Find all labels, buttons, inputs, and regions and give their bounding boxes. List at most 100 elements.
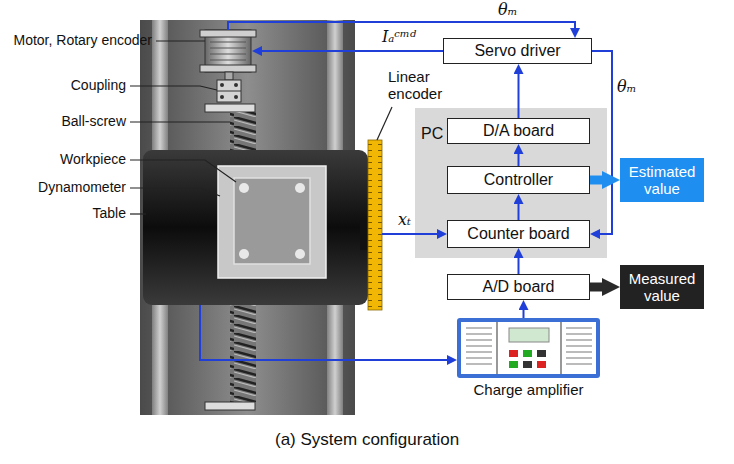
illustration-part: [234, 178, 310, 264]
part-label: Motor, Rotary encoder: [13, 32, 152, 48]
node-text: PC: [421, 125, 443, 143]
signal-name: Iₐᶜᵐᵈ: [382, 28, 416, 46]
illustration-part: [239, 249, 249, 259]
illustration-part: [239, 183, 249, 193]
pc-ground: [415, 108, 607, 258]
drawn-shape: [566, 357, 592, 359]
illustration-part: [220, 95, 224, 99]
part-label: Linear encoder: [388, 68, 452, 103]
illustration-part: [156, 40, 205, 41]
amplifier-icon: [457, 318, 600, 380]
illustration-part: [225, 72, 233, 80]
node-text: D/A board: [483, 122, 554, 140]
signal-arrow: [590, 283, 602, 292]
illustration-part: [377, 107, 392, 140]
drawn-shape: [537, 350, 546, 357]
drawn-shape: [509, 361, 518, 368]
illustration-part: [210, 42, 246, 60]
node-text: Estimated value: [624, 163, 700, 198]
illustration-part: [262, 50, 443, 52]
illustration-part: [382, 233, 437, 235]
drawn-shape: [566, 363, 592, 365]
illustration-part: [217, 80, 241, 102]
illustration-part: [130, 86, 217, 90]
signal-arrow: [590, 176, 602, 185]
signal-arrow: [518, 204, 520, 220]
drawn-shape: [466, 339, 492, 341]
signal-arrow: [592, 51, 612, 234]
part-label: Coupling: [71, 77, 126, 93]
illustration-part: [200, 305, 447, 360]
motor: [200, 30, 256, 80]
drawn-shape: [566, 345, 592, 347]
drawn-shape: [523, 361, 532, 368]
drawn-shape: [457, 318, 600, 378]
output-box: Measured value: [620, 265, 704, 309]
drawn-shape: [566, 339, 592, 341]
signal-name: θₘ: [617, 78, 636, 96]
drawn-shape: [466, 357, 492, 359]
part-label: Dynamometer: [38, 179, 126, 195]
dynamometer: [218, 166, 326, 278]
process-box: D/A board: [447, 118, 590, 144]
drawn-shape: [523, 350, 532, 357]
signal-name: xₜ: [398, 211, 411, 229]
leader-lines: [130, 41, 392, 214]
charge-amplifier: Charge amplifier: [457, 318, 600, 400]
process-box: Controller: [447, 166, 590, 194]
node-text: Counter board: [467, 225, 569, 243]
figure-caption: (a) System configuration: [275, 430, 459, 450]
illustration-part: [220, 83, 224, 87]
illustration-part: [218, 166, 326, 278]
illustration-part: [234, 83, 238, 87]
drawn-shape: [466, 345, 492, 347]
drawn-shape: [497, 322, 561, 374]
node-text: Controller: [484, 171, 553, 189]
signal-arrow: [518, 154, 520, 166]
output-box: Estimated value: [620, 158, 704, 202]
signal-arrow: [518, 74, 520, 118]
signal-name: θₘ: [498, 1, 517, 19]
illustration-part: [130, 121, 230, 122]
illustration-part: [205, 402, 255, 410]
process-box: A/D board: [447, 274, 590, 300]
illustration-part: [130, 160, 236, 182]
part-label: Table: [93, 205, 126, 221]
drawn-shape: [537, 361, 546, 368]
illustration-part: [200, 30, 256, 37]
node-text: A/D board: [482, 278, 554, 296]
table: [143, 150, 382, 305]
node-text: Measured value: [624, 270, 700, 305]
part-label: Workpiece: [60, 151, 126, 167]
drawn-shape: [466, 333, 492, 335]
illustration-part: [143, 150, 368, 305]
signal-arrow: [518, 258, 520, 274]
node-text: Servo driver: [474, 42, 560, 60]
drawn-shape: [461, 322, 596, 374]
process-box: Servo driver: [443, 38, 592, 64]
illustration-part: [368, 140, 382, 310]
illustration-part: [217, 91, 241, 92]
illustration-part: [295, 249, 305, 259]
drawn-shape: [566, 333, 592, 335]
drawn-shape: [566, 327, 592, 329]
process-box: Counter board: [447, 220, 590, 248]
node-text: Charge amplifier: [457, 381, 600, 398]
panel-ground: [415, 108, 607, 258]
signal-arrow: [523, 310, 525, 318]
illustration-part: [200, 65, 256, 72]
drawn-shape: [466, 327, 492, 329]
illustration-part: [130, 188, 220, 196]
drawn-shape: [509, 350, 518, 357]
drawn-shape: [466, 351, 492, 353]
illustration-part: [295, 183, 305, 193]
linear-encoder: [368, 140, 382, 310]
drawn-shape: [509, 328, 549, 342]
illustration-part: [130, 213, 146, 214]
coupling: [217, 80, 241, 102]
drawn-shape: [566, 351, 592, 353]
drawn-shape: [466, 363, 492, 365]
